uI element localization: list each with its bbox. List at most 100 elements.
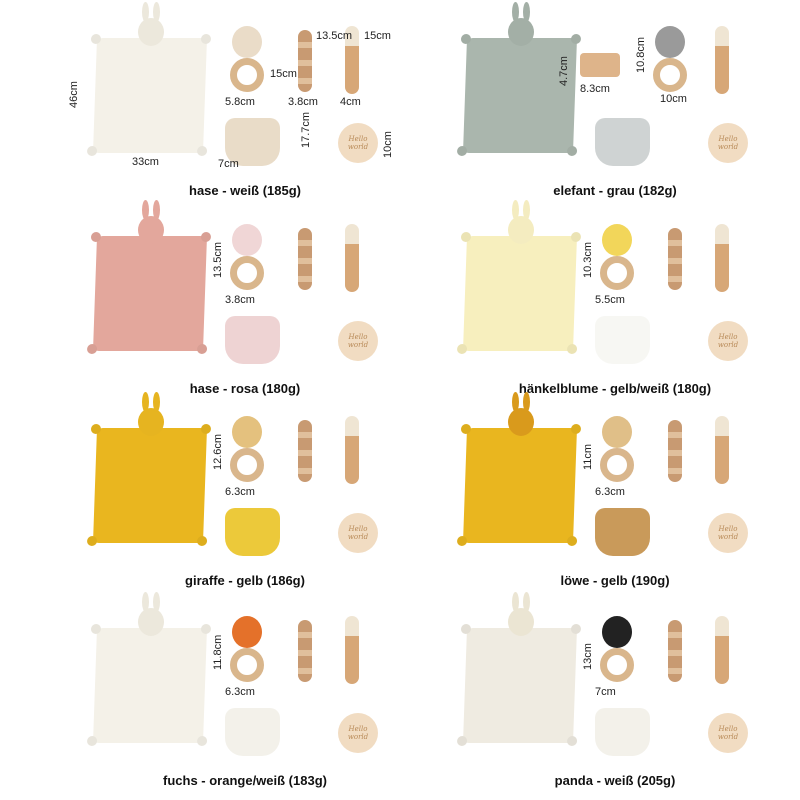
baby-socks bbox=[225, 316, 280, 364]
dimension-label: 6.3cm bbox=[595, 486, 625, 498]
wooden-rattle bbox=[668, 420, 682, 482]
blanket-knot bbox=[456, 536, 468, 546]
dimension-label: 10cm bbox=[382, 131, 394, 158]
dimension-label: 12.6cm bbox=[212, 433, 224, 470]
blanket bbox=[456, 624, 582, 746]
dimension-label: 4.7cm bbox=[558, 56, 570, 86]
dimension-label: 10.3cm bbox=[582, 241, 594, 278]
wooden-rattle bbox=[298, 620, 312, 682]
hello-world-plaque: Hello world bbox=[338, 713, 378, 753]
blanket-knot bbox=[196, 146, 208, 156]
blanket bbox=[456, 232, 582, 354]
blanket-knot bbox=[86, 736, 98, 746]
wooden-car-toy bbox=[580, 53, 620, 77]
blanket-knot bbox=[200, 624, 212, 634]
blanket-knot bbox=[90, 232, 102, 242]
crochet-ring-head bbox=[655, 26, 685, 58]
teething-ring bbox=[230, 448, 264, 482]
dimension-label: 15cm bbox=[364, 30, 391, 42]
blanket-knot bbox=[86, 344, 98, 354]
dimension-label: 11.8cm bbox=[212, 634, 224, 670]
hello-world-plaque: Hello world bbox=[338, 321, 378, 361]
plush-ear bbox=[512, 200, 519, 220]
dimension-label: 13.5cm bbox=[316, 30, 353, 42]
blanket-knot bbox=[460, 424, 472, 434]
dimension-label: 46cm bbox=[68, 81, 80, 108]
baby-socks bbox=[595, 118, 650, 166]
blanket-knot bbox=[86, 536, 98, 546]
baby-brush bbox=[345, 416, 359, 484]
plush-ear bbox=[512, 592, 519, 612]
hello-world-plaque: Hello world bbox=[708, 513, 748, 553]
plush-ear bbox=[142, 2, 149, 22]
blanket-knot bbox=[196, 344, 208, 354]
wooden-rattle bbox=[298, 30, 312, 92]
baby-socks bbox=[595, 708, 650, 756]
plush-ear bbox=[153, 2, 160, 22]
variant-caption: hänkelblume - gelb/weiß (180g) bbox=[518, 381, 712, 396]
wooden-rattle bbox=[668, 620, 682, 682]
teething-ring bbox=[653, 58, 687, 92]
variant-caption: fuchs - orange/weiß (183g) bbox=[163, 773, 327, 788]
baby-socks bbox=[595, 316, 650, 364]
dimension-label: 6.3cm bbox=[225, 486, 255, 498]
dimension-label: 8.3cm bbox=[580, 83, 610, 95]
dimension-label: 7cm bbox=[218, 158, 239, 170]
teething-ring bbox=[230, 256, 264, 290]
blanket-knot bbox=[570, 624, 582, 634]
baby-socks bbox=[225, 708, 280, 756]
baby-brush bbox=[345, 224, 359, 292]
baby-brush bbox=[715, 416, 729, 484]
hello-world-plaque: Hello world bbox=[338, 513, 378, 553]
blanket-knot bbox=[566, 736, 578, 746]
plush-ear bbox=[523, 2, 530, 22]
plush-ear bbox=[512, 2, 519, 22]
dimension-label: 10cm bbox=[660, 93, 687, 105]
variant-caption: hase - weiß (185g) bbox=[189, 183, 301, 198]
blanket-knot bbox=[456, 736, 468, 746]
variant-caption: löwe - gelb (190g) bbox=[560, 573, 670, 588]
dimension-label: 4cm bbox=[340, 96, 361, 108]
blanket-knot bbox=[200, 34, 212, 44]
teething-ring bbox=[600, 648, 634, 682]
plush-head bbox=[508, 2, 534, 46]
crochet-ring-head bbox=[232, 224, 262, 256]
blanket bbox=[86, 424, 212, 546]
variant-caption: giraffe - gelb (186g) bbox=[185, 573, 305, 588]
crochet-ring-head bbox=[232, 616, 262, 648]
blanket-knot bbox=[90, 624, 102, 634]
blanket-knot bbox=[196, 536, 208, 546]
teething-ring bbox=[230, 648, 264, 682]
plush-ear bbox=[142, 592, 149, 612]
dimension-label: 13cm bbox=[582, 643, 594, 670]
blanket bbox=[86, 232, 212, 354]
hello-world-plaque: Hello world bbox=[708, 123, 748, 163]
crochet-ring-head bbox=[232, 416, 262, 448]
wooden-rattle bbox=[668, 228, 682, 290]
blanket-knot bbox=[570, 424, 582, 434]
crochet-ring-head bbox=[602, 416, 632, 448]
blanket-knot bbox=[456, 344, 468, 354]
baby-brush bbox=[715, 616, 729, 684]
dimension-label: 5.8cm bbox=[225, 96, 255, 108]
wooden-rattle bbox=[298, 420, 312, 482]
blanket-knot bbox=[196, 736, 208, 746]
plush-head bbox=[508, 592, 534, 636]
blanket-knot bbox=[566, 146, 578, 156]
hello-world-plaque: Hello world bbox=[708, 713, 748, 753]
blanket-knot bbox=[90, 34, 102, 44]
plush-ear bbox=[523, 592, 530, 612]
blanket-knot bbox=[566, 536, 578, 546]
blanket-knot bbox=[456, 146, 468, 156]
baby-socks bbox=[225, 118, 280, 166]
plush-head bbox=[138, 592, 164, 636]
dimension-label: 33cm bbox=[132, 156, 159, 168]
